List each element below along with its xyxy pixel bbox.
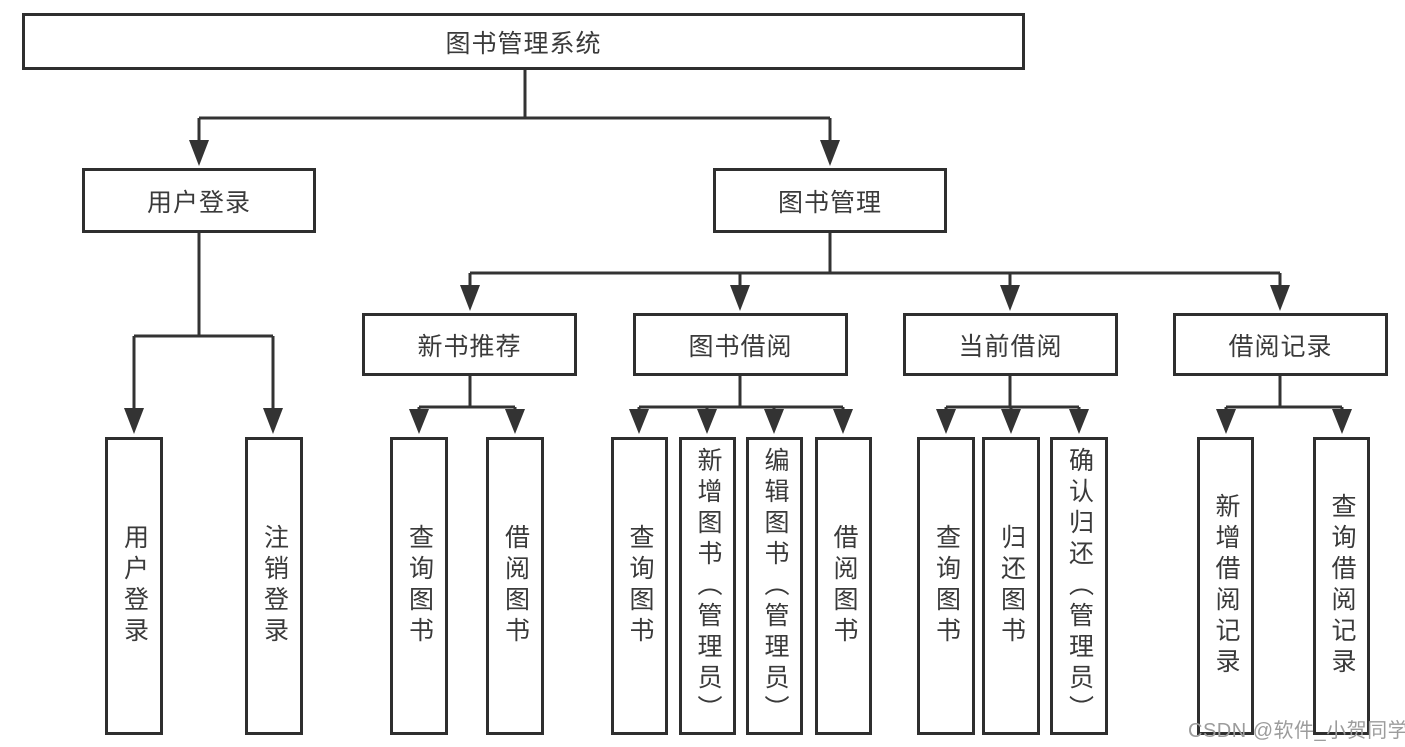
node-label: 归还图书 bbox=[997, 524, 1026, 648]
node-label: 查询图书 bbox=[405, 524, 434, 648]
node-edit-books-admin: 编辑图书（管理员） bbox=[746, 437, 803, 735]
node-search-books-borrowing: 查询图书 bbox=[611, 437, 668, 735]
node-logout: 注销登录 bbox=[245, 437, 303, 735]
node-label: 注销登录 bbox=[260, 524, 289, 648]
node-label: 借阅图书 bbox=[830, 524, 858, 648]
node-label: 借阅图书 bbox=[501, 524, 530, 648]
node-book-management: 图书管理 bbox=[713, 168, 947, 233]
node-label: 编辑图书（管理员） bbox=[761, 446, 789, 726]
node-label: 新增借阅记录 bbox=[1212, 493, 1240, 679]
node-return-books: 归还图书 bbox=[982, 437, 1040, 735]
node-user-login: 用户登录 bbox=[82, 168, 316, 233]
node-label: 查询借阅记录 bbox=[1328, 493, 1356, 679]
node-search-books-current: 查询图书 bbox=[917, 437, 975, 735]
node-search-books-recommend: 查询图书 bbox=[390, 437, 448, 735]
node-user-login-leaf: 用户登录 bbox=[105, 437, 163, 735]
node-current-borrowing: 当前借阅 bbox=[903, 313, 1118, 376]
watermark: CSDN @软件_小贺同学 bbox=[1188, 720, 1405, 742]
node-label: 查询图书 bbox=[626, 524, 654, 648]
node-new-book-recommendation: 新书推荐 bbox=[362, 313, 577, 376]
node-label: 确认归还（管理员） bbox=[1065, 446, 1094, 726]
node-borrow-books-recommend: 借阅图书 bbox=[486, 437, 544, 735]
node-book-borrowing: 图书借阅 bbox=[633, 313, 848, 376]
node-borrowing-records: 借阅记录 bbox=[1173, 313, 1388, 376]
node-label: 用户登录 bbox=[120, 524, 149, 648]
node-confirm-return-admin: 确认归还（管理员） bbox=[1050, 437, 1108, 735]
node-borrow-books-borrowing: 借阅图书 bbox=[815, 437, 872, 735]
node-label: 新增图书（管理员） bbox=[694, 446, 722, 726]
node-search-borrow-record: 查询借阅记录 bbox=[1313, 437, 1370, 735]
node-add-borrow-record: 新增借阅记录 bbox=[1197, 437, 1254, 735]
node-library-system: 图书管理系统 bbox=[22, 13, 1025, 70]
node-label: 查询图书 bbox=[932, 524, 961, 648]
node-add-books-admin: 新增图书（管理员） bbox=[679, 437, 736, 735]
